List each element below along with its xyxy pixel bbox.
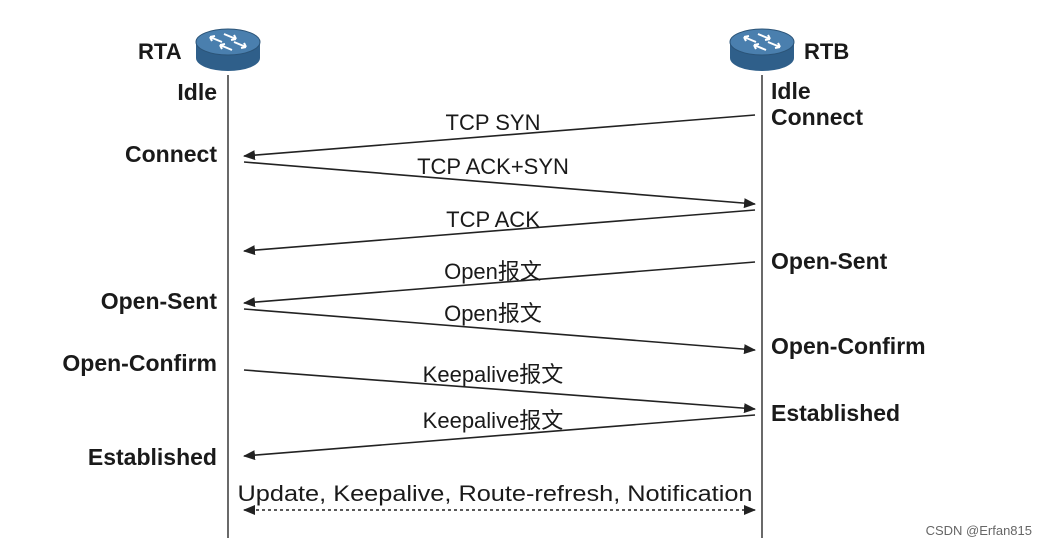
rta-state-open-confirm: Open-Confirm (62, 350, 217, 376)
msg-open-2: Open报文 (444, 301, 542, 326)
rta-state-idle: Idle (177, 79, 217, 105)
rta-state-open-sent: Open-Sent (101, 288, 218, 314)
arrow-open-rta-to-rtb (243, 308, 756, 355)
rtb-label: RTB (804, 39, 849, 64)
rtb-state-connect: Connect (771, 104, 863, 130)
rtb-state-established: Established (771, 400, 900, 426)
arrow-tcp-ack-syn (243, 161, 756, 209)
arrow-open-rtb-to-rta (243, 261, 756, 308)
arrow-tcp-syn (243, 114, 756, 161)
arrow-keepalive-rta-to-rtb (243, 369, 756, 414)
msg-keepalive-2: Keepalive报文 (423, 408, 564, 433)
msg-tcp-ack: TCP ACK (446, 207, 540, 232)
router-icon (729, 28, 795, 71)
msg-keepalive-1: Keepalive报文 (423, 362, 564, 387)
arrow-tcp-ack (243, 209, 756, 256)
rta-state-connect: Connect (125, 141, 217, 167)
rta-label: RTA (138, 39, 182, 64)
arrow-keepalive-rtb-to-rta (243, 414, 756, 461)
msg-tcp-ack-syn: TCP ACK+SYN (417, 154, 569, 179)
msg-open-1: Open报文 (444, 259, 542, 284)
rtb-state-open-sent: Open-Sent (771, 248, 888, 274)
rtb-state-idle: Idle (771, 78, 811, 104)
msg-tcp-syn: TCP SYN (446, 110, 541, 135)
rta-state-established: Established (88, 444, 217, 470)
rtb-state-open-confirm: Open-Confirm (771, 333, 926, 359)
msg-update-keepalive-refresh-notification: Update, Keepalive, Route-refresh, Notifi… (238, 481, 753, 506)
router-icon (195, 28, 261, 71)
watermark: CSDN @Erfan815 (926, 523, 1032, 538)
